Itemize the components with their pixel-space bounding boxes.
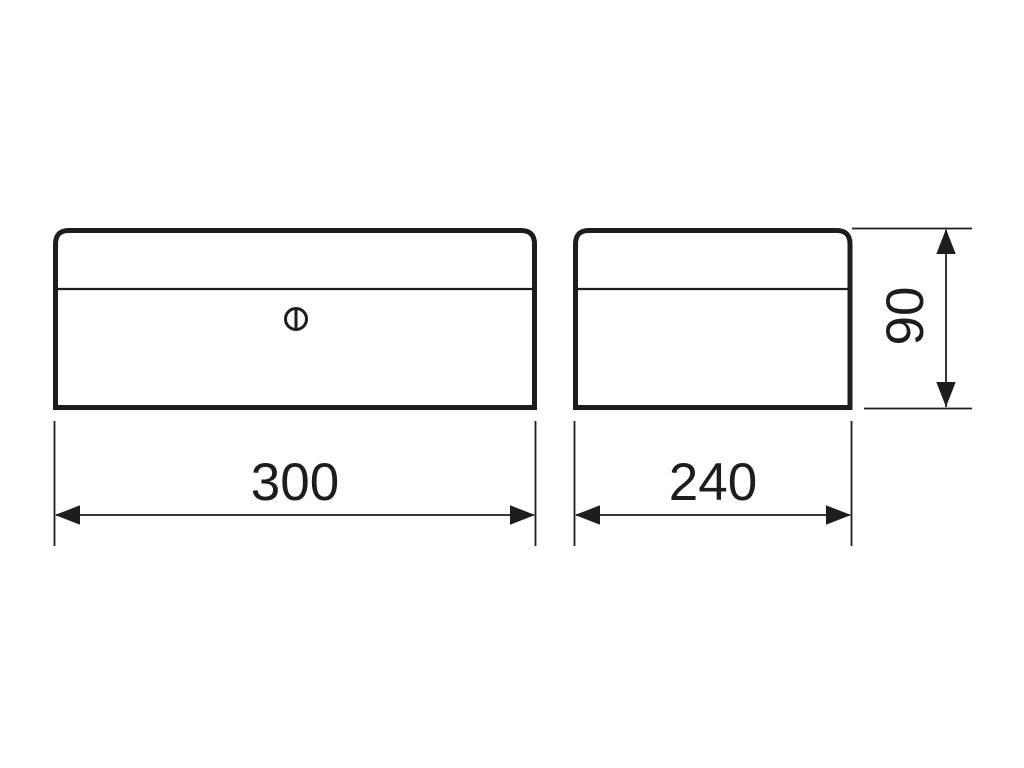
lock-slot-icon: [284, 307, 308, 331]
width-arrow-left-icon: [55, 505, 80, 525]
front-view-outline: [53, 228, 537, 410]
depth-arrow-right-icon: [826, 505, 851, 525]
dimension-width-lines: [53, 421, 537, 546]
depth-dimension-label: 240: [669, 453, 757, 512]
side-view: [573, 228, 853, 410]
width-arrow-right-icon: [510, 505, 535, 525]
height-arrow-down-icon: [936, 382, 956, 407]
front-view: [53, 228, 537, 410]
dimension-depth-lines: [573, 421, 853, 546]
drawing-strokes: [53, 227, 972, 546]
dimension-height-lines: [852, 227, 972, 410]
drawing-fills: 300 240 90: [55, 229, 956, 525]
height-dimension-label: 90: [876, 287, 935, 346]
height-arrow-up-icon: [936, 229, 956, 254]
depth-arrow-left-icon: [575, 505, 600, 525]
width-dimension-label: 300: [251, 453, 339, 512]
side-view-outline: [573, 228, 853, 410]
